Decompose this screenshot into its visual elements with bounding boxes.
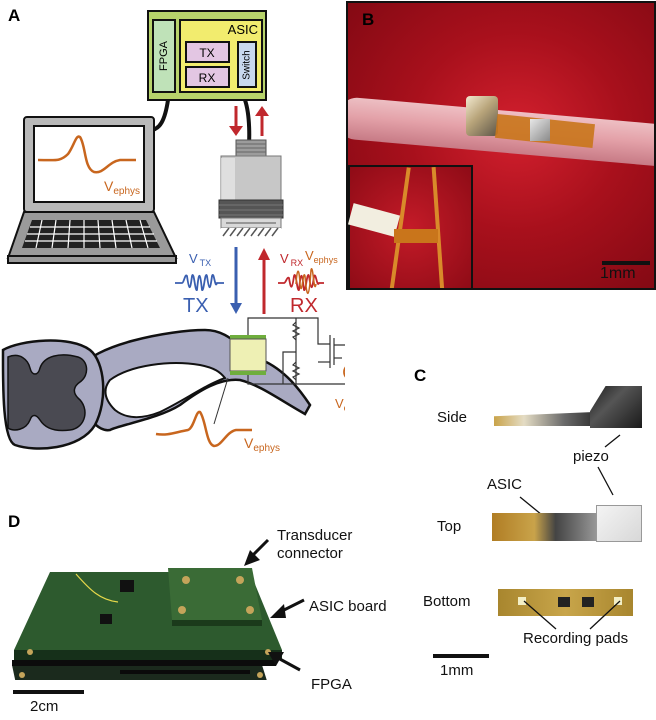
panel-a-label: A (8, 6, 21, 25)
recording-pads-label: Recording pads (523, 630, 629, 647)
piezo-electrode-bottom (230, 371, 266, 375)
panel-d-scale-bar (13, 690, 84, 694)
bottom-view-image (498, 589, 633, 616)
panel-b-label: B (362, 10, 375, 29)
recording-pad-right (614, 597, 622, 605)
panel-d-photo (12, 568, 282, 680)
asic-label: ASIC (228, 22, 258, 37)
transducer-connector-label: Transducer connector (277, 527, 353, 562)
panel-d-scale-label: 2cm (30, 698, 59, 715)
rx-ephys-label: Vephys (305, 248, 338, 265)
panel-b-inset (348, 165, 473, 288)
piezo-electrode-top (230, 335, 266, 339)
rx-label: RX (290, 295, 318, 317)
fpga-label: FPGA (158, 40, 170, 71)
panel-b-scale-label: 1mm (600, 265, 636, 282)
tx-wave (175, 273, 224, 291)
recording-pad-left (518, 597, 526, 605)
rx-block (185, 66, 230, 88)
nerve-ephys-label: Vephys (244, 435, 280, 454)
mote-piezo (466, 96, 498, 136)
laptop-ephys-trace (37, 135, 136, 174)
laptop-ephys-label: Vephys (104, 178, 140, 197)
panel-d-label: D (8, 512, 21, 531)
mote-asic (530, 119, 550, 141)
rx-ephys-overlay (295, 268, 317, 294)
panel-c-scale-bar (433, 654, 489, 658)
rx-wave (278, 274, 324, 291)
panel-a-diagram: FPGA ASIC TX RX Switch (1, 10, 345, 454)
panel-d-arrows (244, 538, 305, 672)
circuit-ephys-label: Vephys (335, 396, 345, 413)
switch-label: Switch (242, 50, 253, 79)
top-label: Top (437, 518, 462, 535)
top-view-piezo (596, 505, 642, 542)
laptop-icon (6, 116, 178, 264)
fpga-label-d: FPGA (311, 676, 352, 693)
switch-block (237, 41, 257, 88)
rx-tx-cable-arrows (229, 106, 269, 136)
asic-board-label: ASIC board (309, 598, 387, 615)
tx-label: TX (183, 295, 209, 317)
panel-c-pointers (519, 434, 621, 516)
tx-block (185, 41, 230, 63)
panel-b-photo: B 1mm (346, 1, 656, 290)
side-view-image (494, 412, 594, 426)
asic-label-c: ASIC (487, 476, 523, 493)
panel-c-scale-label: 1mm (440, 662, 474, 679)
rx-block-label: RX (199, 71, 216, 85)
piezo-label: piezo (573, 448, 609, 465)
pointer-line (213, 377, 229, 425)
fpga-block (152, 19, 176, 93)
side-label: Side (437, 409, 468, 426)
mote-circuit (247, 317, 345, 385)
piezo-crystal (229, 338, 267, 372)
tx-block-label: TX (199, 46, 214, 60)
panel-c-label: C (414, 366, 427, 385)
panel-b-scale-bar (602, 261, 650, 265)
bottom-label: Bottom (423, 593, 471, 610)
nerve-ephys-trace (155, 410, 252, 448)
ephys-source-icon (343, 366, 345, 378)
recording-pad-pointers (523, 600, 621, 630)
transducer-icon (218, 139, 284, 237)
top-view-image (492, 513, 598, 541)
